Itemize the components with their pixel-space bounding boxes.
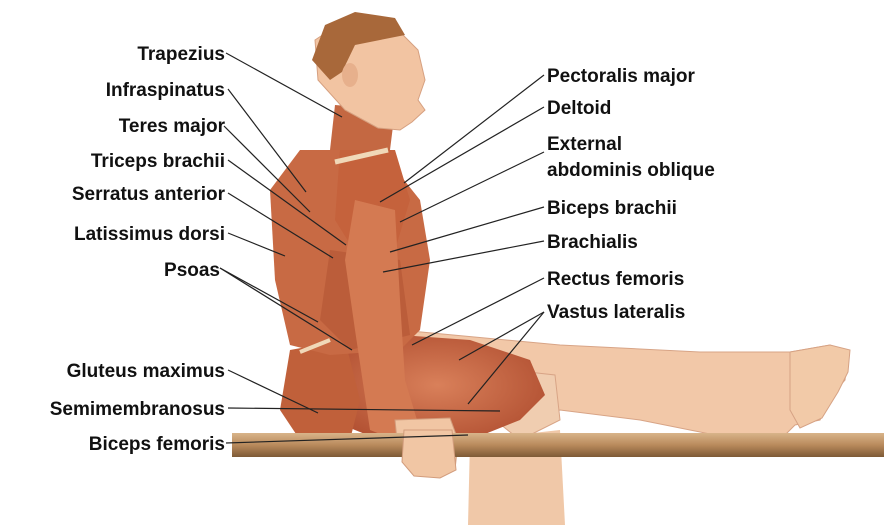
gluteus bbox=[280, 340, 360, 440]
label-abdominis-oblique: abdominis oblique bbox=[547, 160, 715, 181]
label-semimembranosus: Semimembranosus bbox=[50, 399, 225, 420]
right-labels: Pectoralis major Deltoid External abdomi… bbox=[547, 66, 715, 323]
label-deltoid: Deltoid bbox=[547, 98, 611, 119]
label-vastus-lateralis: Vastus lateralis bbox=[547, 302, 685, 323]
label-biceps-brachii: Biceps brachii bbox=[547, 198, 677, 219]
leader-rectus-femoris bbox=[412, 278, 544, 345]
label-gluteus-maximus: Gluteus maximus bbox=[67, 361, 225, 382]
label-pectoralis-major: Pectoralis major bbox=[547, 66, 695, 87]
label-serratus-anterior: Serratus anterior bbox=[72, 184, 226, 205]
label-psoas: Psoas bbox=[164, 260, 220, 281]
label-infraspinatus: Infraspinatus bbox=[106, 80, 225, 101]
left-labels: Trapezius Infraspinatus Teres major Tric… bbox=[50, 44, 226, 455]
label-brachialis: Brachialis bbox=[547, 232, 638, 253]
label-latissimus-dorsi: Latissimus dorsi bbox=[74, 224, 225, 245]
label-triceps-brachii: Triceps brachii bbox=[91, 151, 225, 172]
label-external: External bbox=[547, 134, 622, 155]
ear bbox=[342, 63, 358, 87]
leader-external-oblique bbox=[400, 152, 544, 222]
label-teres-major: Teres major bbox=[119, 116, 226, 137]
leader-pectoralis-major bbox=[404, 75, 544, 183]
label-trapezius: Trapezius bbox=[137, 44, 225, 65]
foot bbox=[790, 345, 850, 428]
parallel-bar bbox=[232, 433, 884, 457]
leader-infraspinatus bbox=[228, 89, 306, 192]
label-biceps-femoris: Biceps femoris bbox=[89, 434, 225, 455]
label-rectus-femoris: Rectus femoris bbox=[547, 269, 684, 290]
